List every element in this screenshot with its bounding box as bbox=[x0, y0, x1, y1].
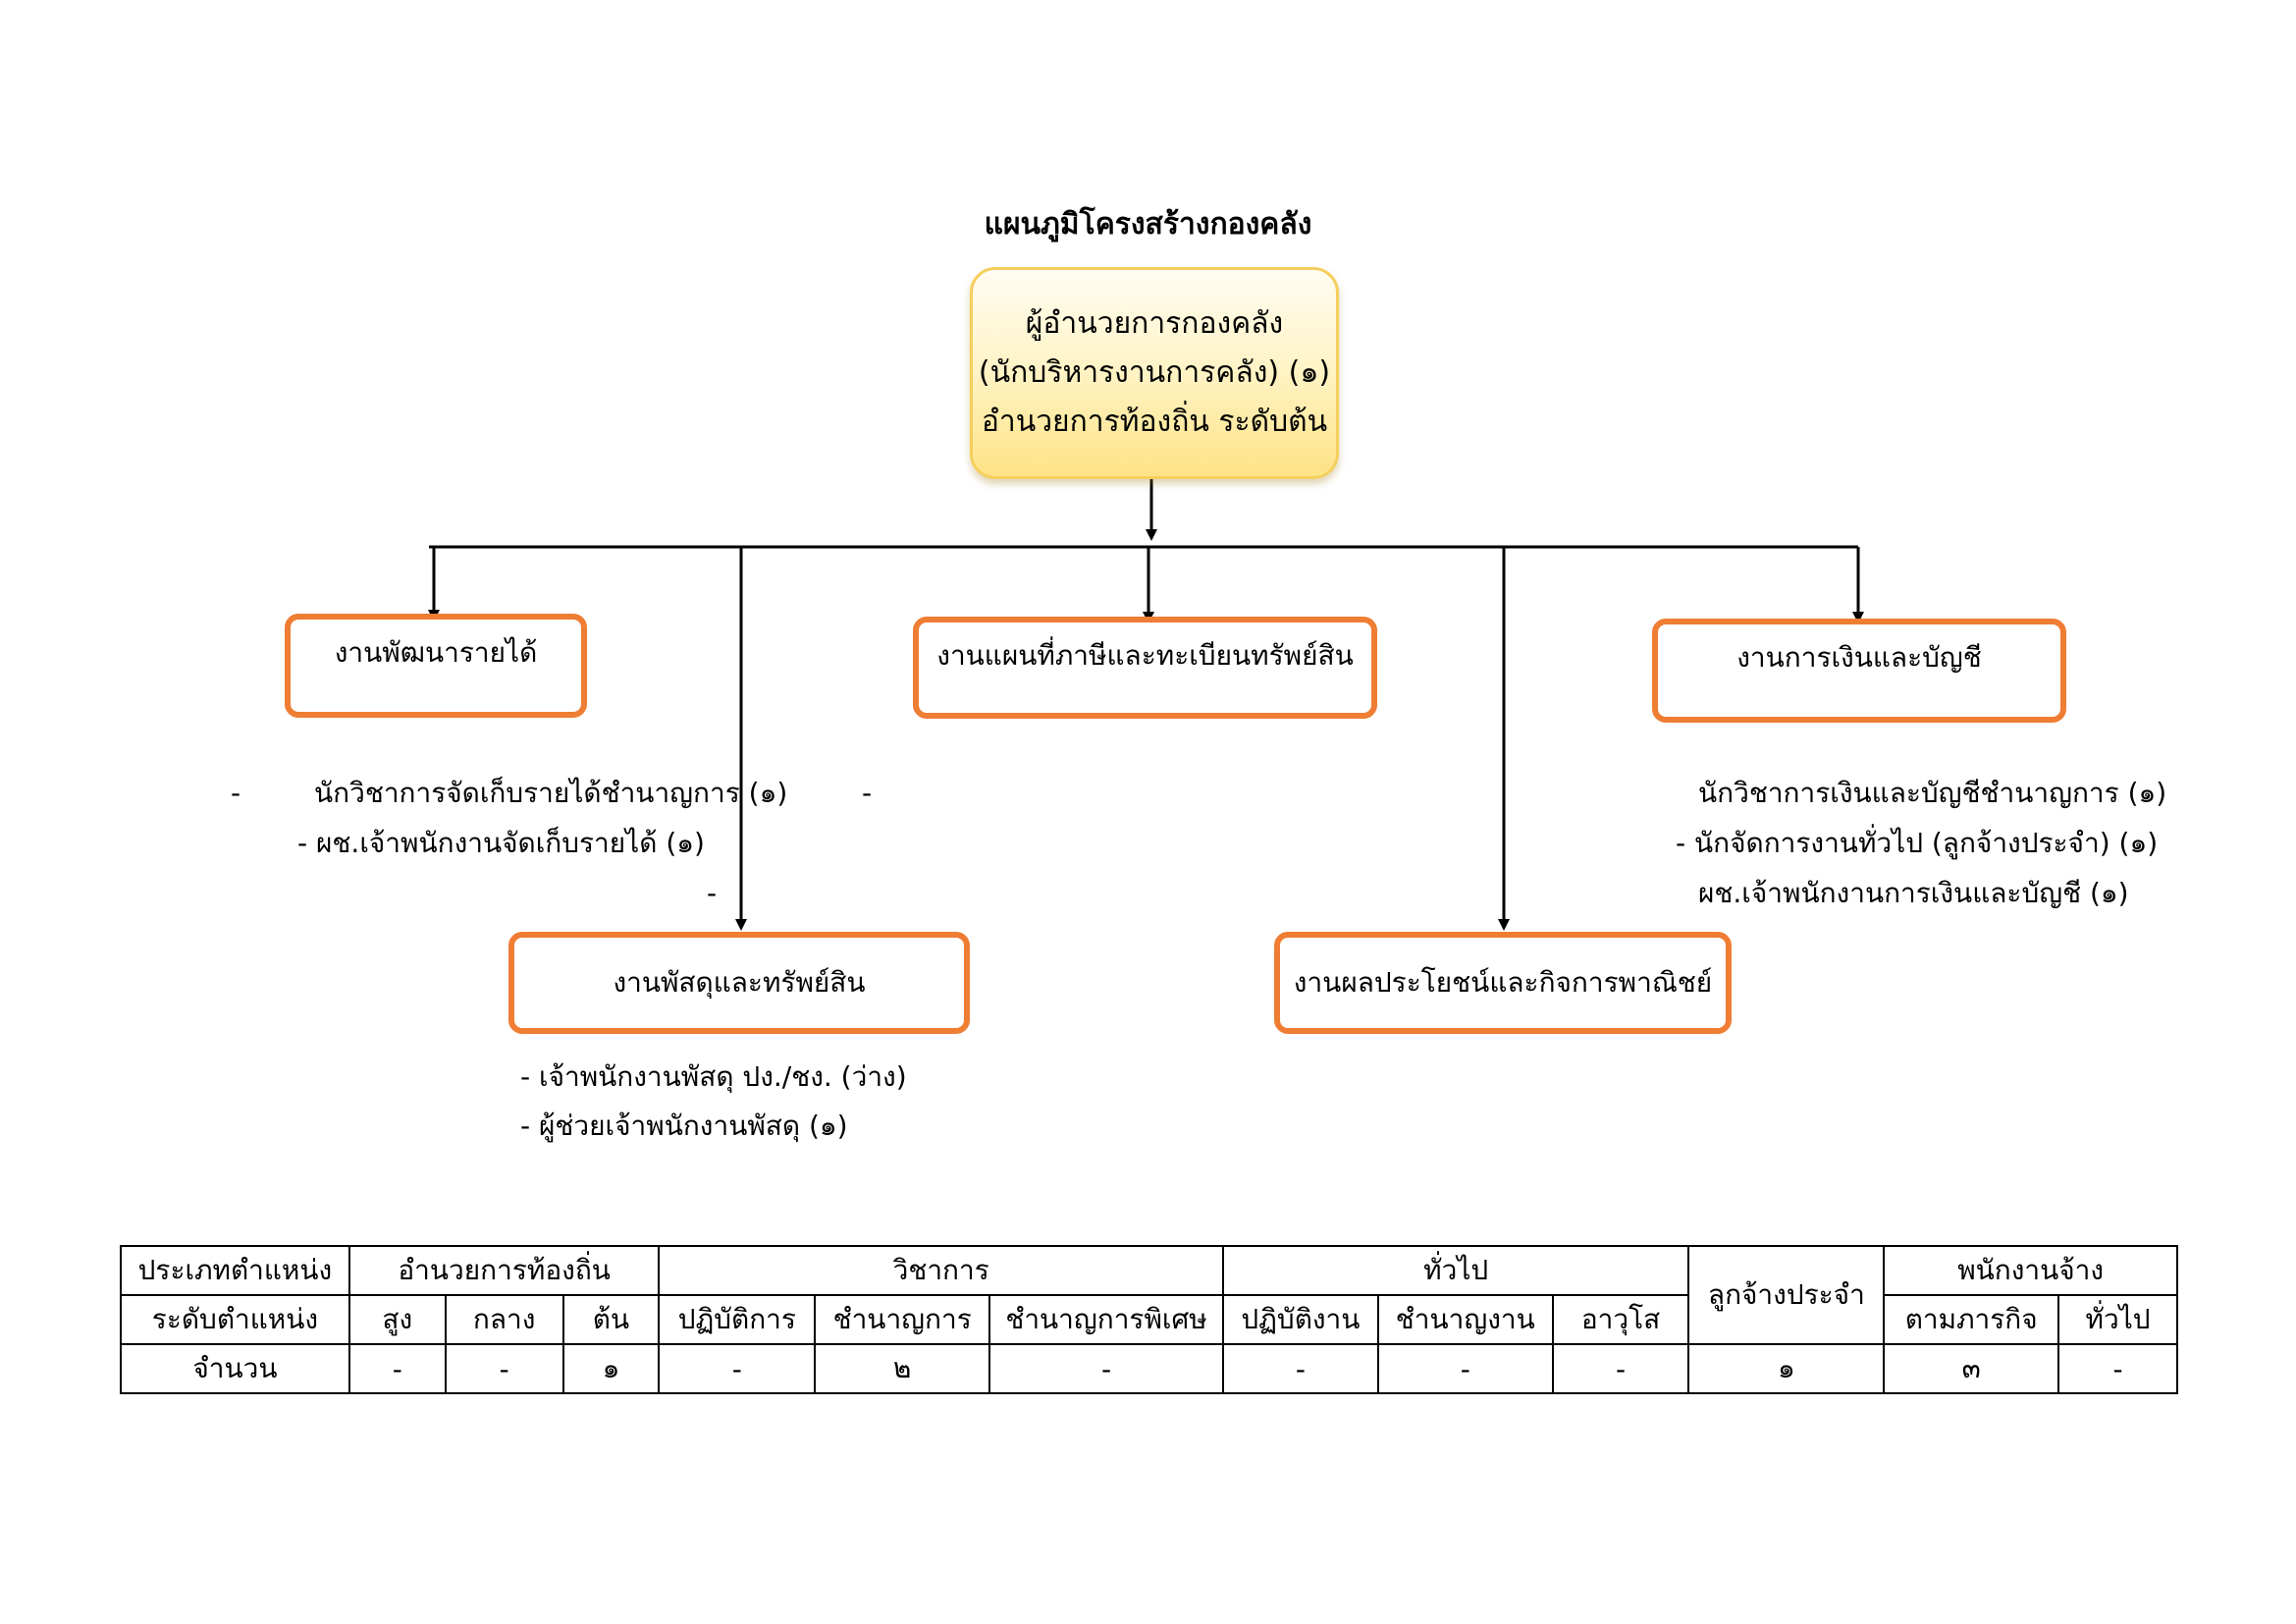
finance-staff-2: - นักจัดการงานทั่วไป (ลูกจ้างประจำ) (๑) bbox=[1676, 827, 2159, 859]
table-row: จำนวน - - ๑ - ๒ - - - - ๑ ๓ - bbox=[120, 1343, 2178, 1394]
level-cell: กลาง bbox=[444, 1294, 564, 1345]
count-cell: - bbox=[1221, 1343, 1379, 1394]
level-cell: ตามภารกิจ bbox=[1883, 1294, 2060, 1345]
count-cell: - bbox=[347, 1343, 447, 1394]
group-admin: อำนวยการท้องถิ่น bbox=[347, 1245, 661, 1296]
count-label: จำนวน bbox=[120, 1343, 350, 1394]
chart-title: แผนภูมิโครงสร้างกองคลัง bbox=[984, 207, 1312, 242]
revenue-staff-2: - ผช.เจ้าพนักงานจัดเก็บรายได้ (๑) bbox=[297, 827, 705, 859]
mapping-staff-dash: - bbox=[862, 777, 873, 809]
group-permanent: ลูกจ้างประจำ bbox=[1687, 1245, 1886, 1345]
count-cell: - bbox=[2057, 1343, 2178, 1394]
position-summary-table: ประเภทตำแหน่ง อำนวยการท้องถิ่น วิชาการ ท… bbox=[120, 1245, 2178, 1394]
finance-staff-1: นักวิชาการเงินและบัญชีชำนาญการ (๑) bbox=[1698, 777, 2167, 809]
unit-revenue-label: งานพัฒนารายได้ bbox=[334, 636, 538, 669]
level-cell: ชำนาญการพิเศษ bbox=[988, 1294, 1224, 1345]
level-cell: ต้น bbox=[561, 1294, 661, 1345]
count-cell: - bbox=[444, 1343, 564, 1394]
count-cell: ๑ bbox=[561, 1343, 661, 1394]
count-cell: ๑ bbox=[1687, 1343, 1886, 1394]
supplies-staff-1: - เจ้าพนักงานพัสดุ ปง./ชง. (ว่าง) bbox=[520, 1060, 907, 1093]
count-cell: - bbox=[658, 1343, 817, 1394]
group-employee: พนักงานจ้าง bbox=[1883, 1245, 2178, 1296]
unit-supplies-label: งานพัสดุและทรัพย์สิน bbox=[613, 966, 866, 999]
revenue-staff-1: นักวิชาการจัดเก็บรายได้ชำนาญการ (๑) bbox=[314, 777, 788, 809]
count-cell: - bbox=[1551, 1343, 1690, 1394]
revenue-staff-3: - bbox=[707, 877, 718, 909]
group-general: ทั่วไป bbox=[1221, 1245, 1690, 1296]
level-cell: ชำนาญงาน bbox=[1376, 1294, 1554, 1345]
unit-finance-box: งานการเงินและบัญชี bbox=[1652, 619, 2066, 723]
group-academic: วิชาการ bbox=[658, 1245, 1224, 1296]
level-cell: สูง bbox=[347, 1294, 447, 1345]
finance-staff-3: ผช.เจ้าพนักงานการเงินและบัญชี (๑) bbox=[1698, 877, 2129, 909]
director-title: ผู้อำนวยการกองคลัง bbox=[1025, 306, 1284, 341]
level-cell: อาวุโส bbox=[1551, 1294, 1690, 1345]
count-cell: - bbox=[1376, 1343, 1554, 1394]
unit-revenue-box: งานพัฒนารายได้ bbox=[285, 614, 587, 718]
table-row: ระดับตำแหน่ง สูง กลาง ต้น ปฏิบัติการ ชำน… bbox=[120, 1294, 2178, 1345]
count-cell: ๓ bbox=[1883, 1343, 2060, 1394]
count-cell: ๒ bbox=[814, 1343, 991, 1394]
level-cell: ปฏิบัติการ bbox=[658, 1294, 817, 1345]
level-label: ระดับตำแหน่ง bbox=[120, 1294, 350, 1345]
unit-commerce-label: งานผลประโยชน์และกิจการพาณิชย์ bbox=[1293, 966, 1713, 999]
level-cell: ทั่วไป bbox=[2057, 1294, 2178, 1345]
level-cell: ปฏิบัติงาน bbox=[1221, 1294, 1379, 1345]
director-box: ผู้อำนวยการกองคลัง (นักบริหารงานการคลัง)… bbox=[970, 267, 1339, 479]
unit-mapping-label: งานแผนที่ภาษีและทะเบียนทรัพย์สิน bbox=[936, 639, 1354, 672]
unit-finance-label: งานการเงินและบัญชี bbox=[1736, 641, 1982, 674]
type-label: ประเภทตำแหน่ง bbox=[120, 1245, 350, 1296]
unit-supplies-box: งานพัสดุและทรัพย์สิน bbox=[508, 932, 970, 1034]
revenue-staff-dash: - bbox=[231, 777, 241, 809]
table-row: ประเภทตำแหน่ง อำนวยการท้องถิ่น วิชาการ ท… bbox=[120, 1245, 2178, 1345]
director-level: อำนวยการท้องถิ่น ระดับต้น bbox=[981, 405, 1328, 439]
level-cell: ชำนาญการ bbox=[814, 1294, 991, 1345]
supplies-staff-2: - ผู้ช่วยเจ้าพนักงานพัสดุ (๑) bbox=[520, 1110, 848, 1142]
director-position: (นักบริหารงานการคลัง) (๑) bbox=[978, 355, 1331, 390]
count-cell: - bbox=[988, 1343, 1224, 1394]
unit-mapping-box: งานแผนที่ภาษีและทะเบียนทรัพย์สิน bbox=[913, 617, 1377, 719]
unit-commerce-box: งานผลประโยชน์และกิจการพาณิชย์ bbox=[1274, 932, 1732, 1034]
